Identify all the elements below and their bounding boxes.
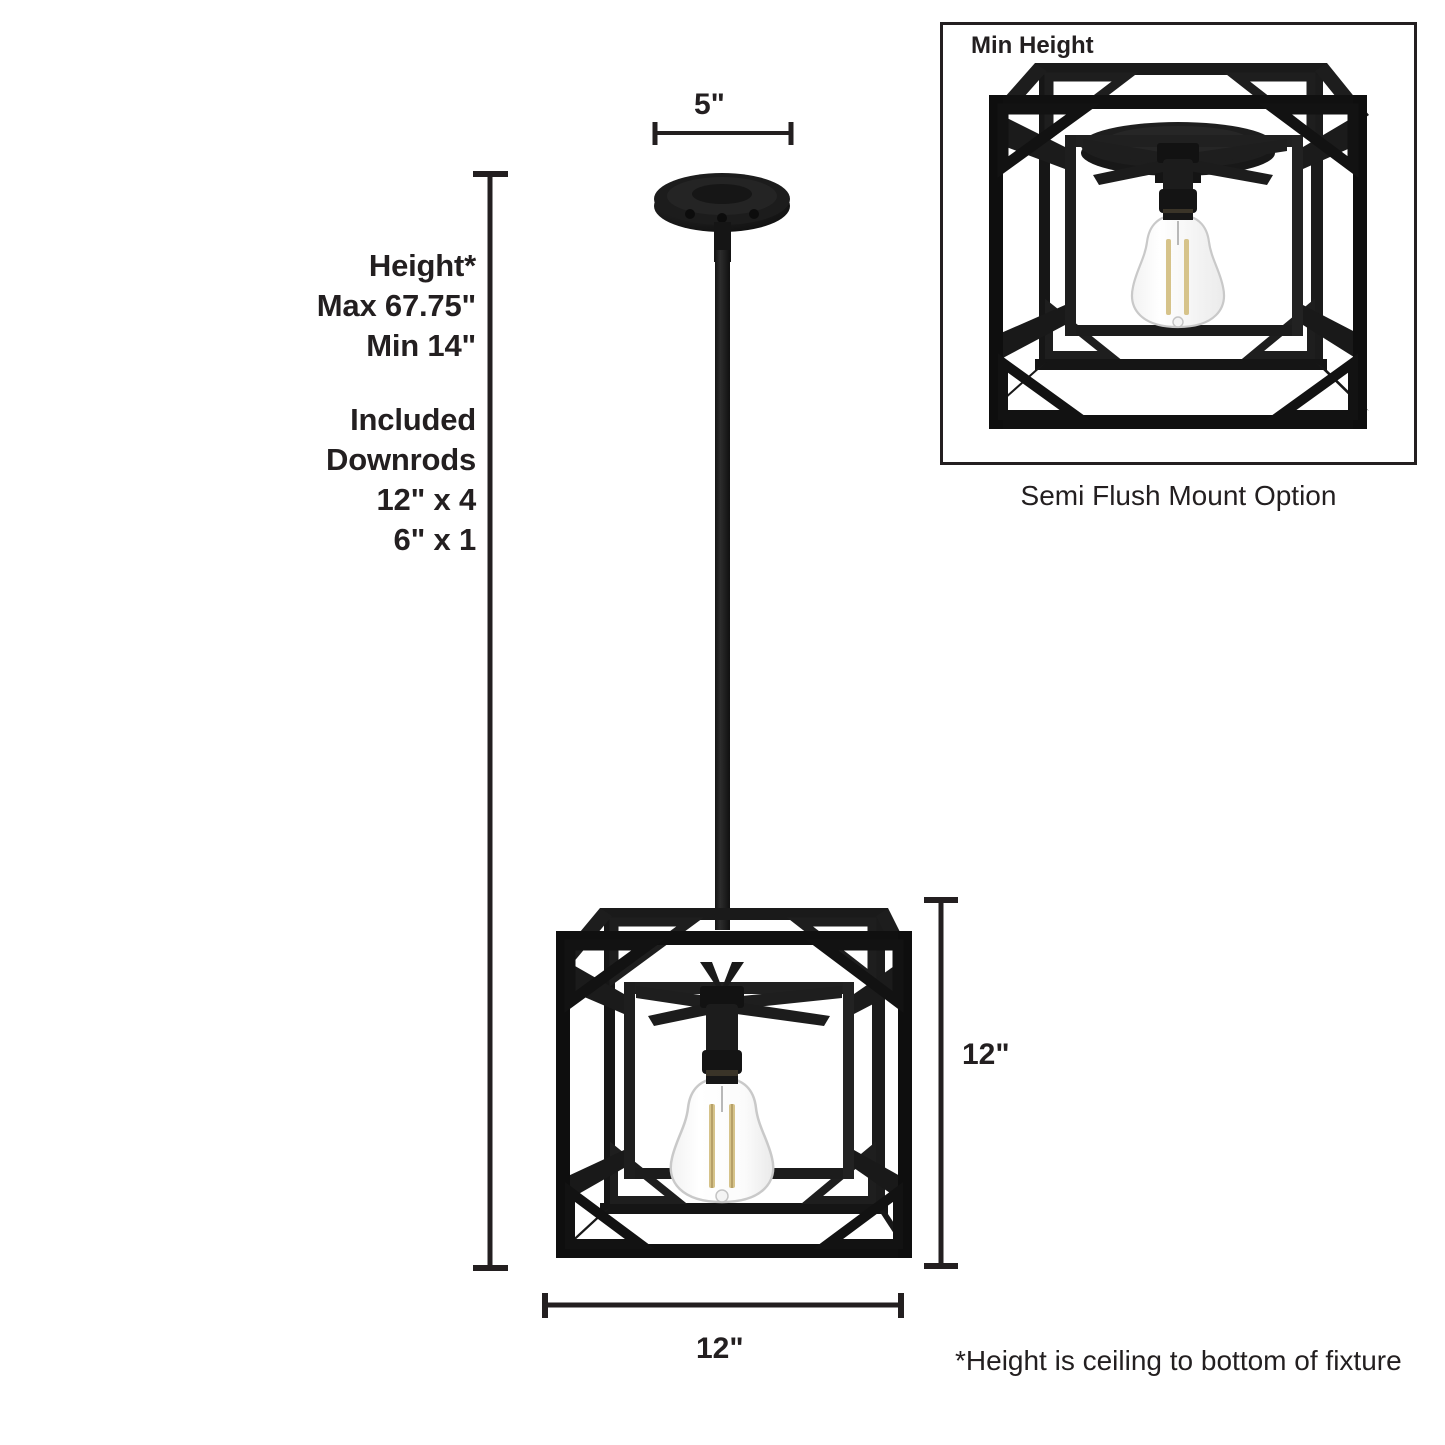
downrods-label: Downrods xyxy=(326,442,476,477)
lamp-socket xyxy=(700,986,744,1080)
dimension-canopy-width xyxy=(652,122,794,145)
height-max-value: Max 67.75" xyxy=(316,288,476,323)
inset-lamp-socket xyxy=(1157,143,1199,218)
bulb-filament-left xyxy=(709,1104,715,1188)
inset-caption-semi-flush: Semi Flush Mount Option xyxy=(1020,480,1337,511)
cage-frame xyxy=(556,908,912,1258)
spec-text-block: Height* Max 67.75" Min 14" Included Down… xyxy=(120,246,476,560)
cage-width-label: 12" xyxy=(696,1332,744,1365)
downrods-label-included: Included xyxy=(350,402,476,437)
dimension-total-height xyxy=(473,171,508,1271)
bulb-glass xyxy=(669,1076,775,1204)
canopy xyxy=(654,173,790,232)
inset-light-bulb xyxy=(1130,213,1226,329)
footnote-height-definition: *Height is ceiling to bottom of fixture xyxy=(955,1345,1402,1376)
inset-title-min-height: Min Height xyxy=(971,32,1094,59)
inset-cage-frame xyxy=(989,63,1369,429)
height-min-value: Min 14" xyxy=(366,328,476,363)
dimension-cage-height xyxy=(924,897,958,1269)
bulb-filament-right xyxy=(729,1104,735,1188)
semi-flush-inset-box xyxy=(940,22,1417,465)
canopy-width-label: 5" xyxy=(694,88,725,121)
spec-spacer xyxy=(120,366,476,400)
downrod xyxy=(714,222,731,930)
downrod-12in-quantity: 12" x 4 xyxy=(376,482,477,517)
semi-flush-fixture-drawing xyxy=(989,63,1369,429)
light-bulb xyxy=(669,1076,775,1204)
cage-spokes xyxy=(636,962,842,1026)
height-label: Height* xyxy=(368,248,476,283)
dimension-cage-width xyxy=(542,1293,904,1318)
downrod-6in-quantity: 6" x 1 xyxy=(393,522,477,557)
cage-height-label: 12" xyxy=(962,1038,1010,1071)
